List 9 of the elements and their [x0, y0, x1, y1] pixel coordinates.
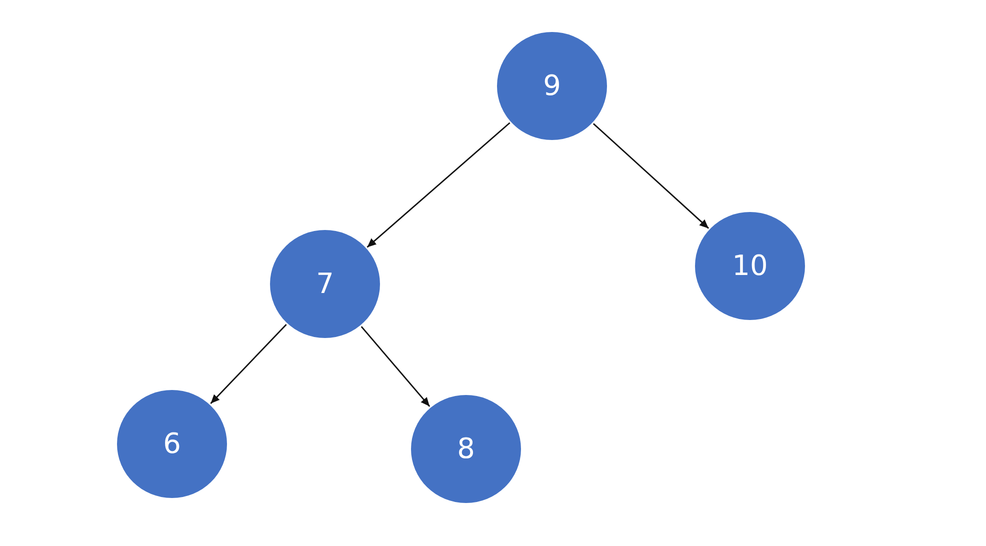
- arrow: [210, 324, 287, 404]
- node-value: 6: [163, 430, 181, 458]
- node-value: 10: [732, 252, 768, 280]
- node-value: 9: [543, 72, 561, 100]
- arrow: [366, 122, 510, 248]
- node-value: 8: [457, 435, 475, 463]
- arrow: [592, 123, 710, 229]
- arrow: [360, 326, 430, 407]
- node-value: 7: [316, 270, 334, 298]
